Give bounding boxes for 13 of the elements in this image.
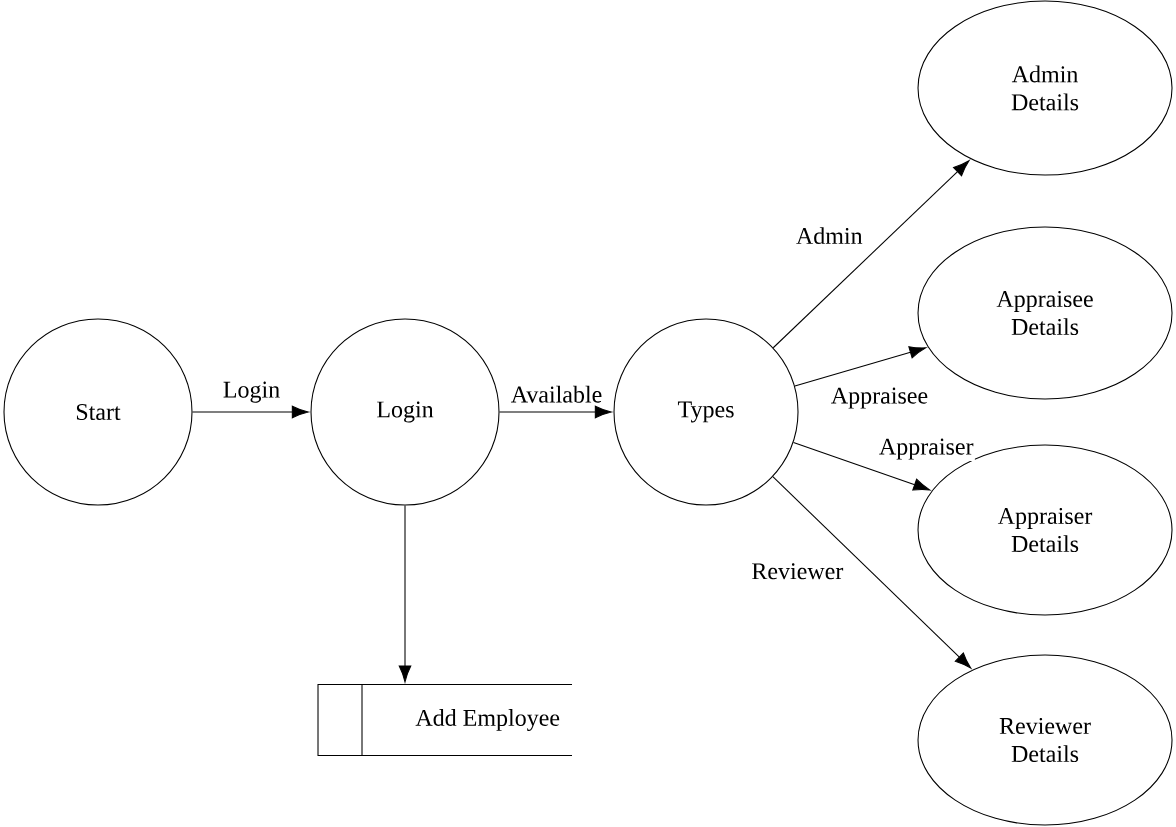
data-store: Add Employee [317, 683, 573, 757]
arrow [794, 346, 927, 387]
edge-label: Appraiser [877, 437, 975, 461]
arrow [772, 160, 970, 349]
arrow [792, 441, 931, 491]
arrow [772, 476, 972, 669]
edge-label: Login [221, 380, 282, 404]
edge-label: Available [509, 384, 604, 404]
arrow [398, 505, 412, 683]
edge-label: Reviewer [750, 561, 845, 581]
edge-label: Admin [794, 225, 864, 246]
arrow [499, 405, 612, 419]
arrow [192, 405, 309, 419]
